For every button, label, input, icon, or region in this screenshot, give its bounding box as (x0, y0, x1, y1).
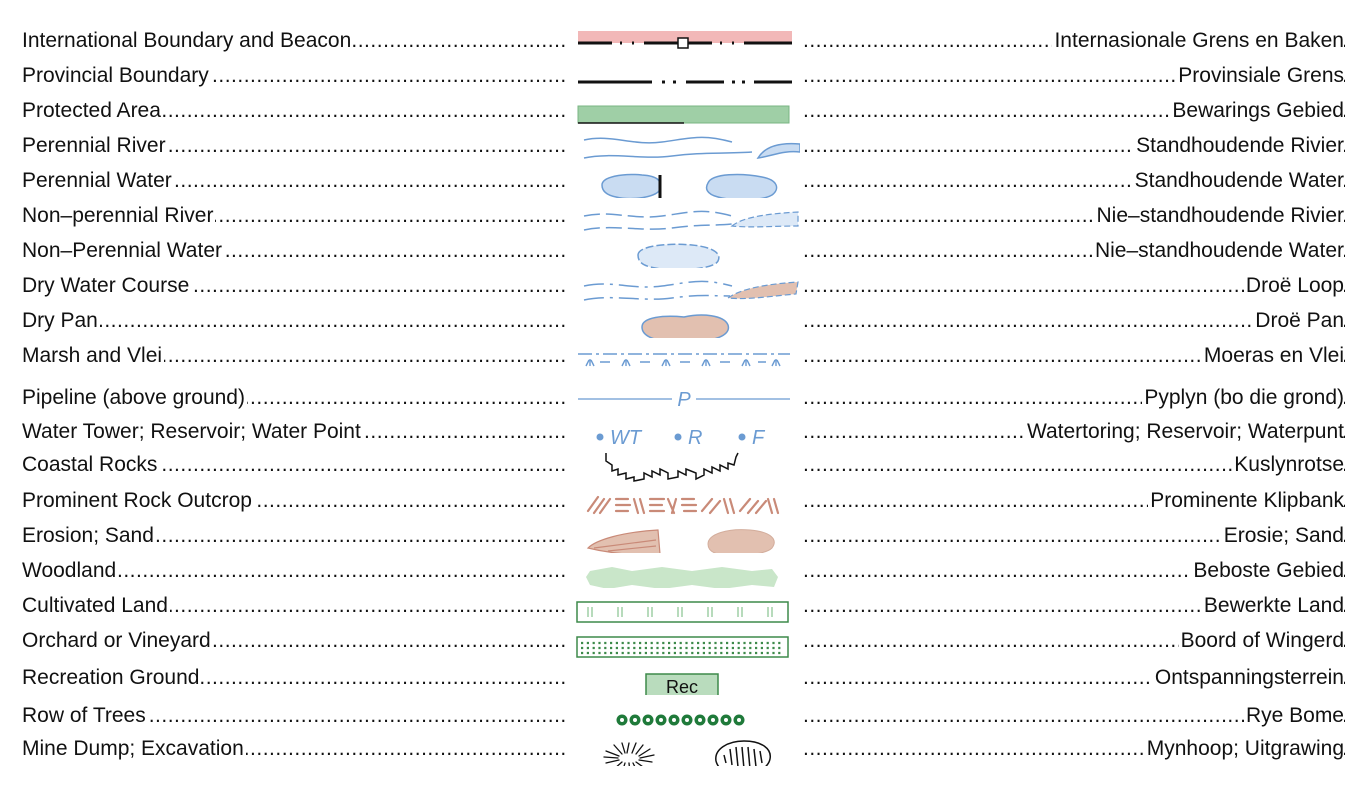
cultivated-land-symbol (572, 588, 800, 623)
dry-pan-symbol (572, 303, 800, 338)
label-english: Marsh and Vlei (22, 338, 165, 373)
legend-row-dry-water-course: ........................................… (0, 268, 1370, 303)
label-english: Water Tower; Reservoir; Water Point (22, 414, 363, 449)
marsh-symbol (572, 338, 800, 373)
leader-dots-right: ........................................… (803, 524, 1345, 547)
legend-row-non-perennial-river: ........................................… (0, 198, 1370, 233)
label-english: Non–perennial River (22, 198, 216, 233)
label-afrikaans: Droë Loop (1243, 268, 1344, 303)
label-english: Provincial Boundary (22, 58, 211, 93)
legend-row-perennial-river: ........................................… (0, 128, 1370, 163)
mine-dump-symbol (572, 731, 800, 766)
label-afrikaans: Boord of Wingerd (1178, 623, 1344, 658)
label-afrikaans: Ontspanningsterrein (1152, 660, 1344, 695)
label-afrikaans: Provinsiale Grens (1176, 58, 1344, 93)
orchard-symbol (572, 623, 800, 658)
legend-row-dry-pan: ........................................… (0, 303, 1370, 338)
coastal-rocks-symbol (572, 447, 800, 482)
legend-row-erosion-sand: ........................................… (0, 518, 1370, 553)
legend-row-protected-area: ........................................… (0, 93, 1370, 128)
woodland-symbol (572, 553, 800, 588)
label-english: Woodland (22, 553, 119, 588)
leader-dots-left: ........................................… (22, 524, 565, 547)
leader-dots-left: ........................................… (22, 309, 565, 332)
legend-row-provincial-boundary: ........................................… (0, 58, 1370, 93)
label-english: Pipeline (above ground) (22, 380, 247, 415)
legend-row-orchard: ........................................… (0, 623, 1370, 658)
legend-row-woodland: ........................................… (0, 553, 1370, 588)
label-afrikaans: Watertoring; Reservoir; Waterpunt (1024, 414, 1344, 449)
international-boundary-symbol (572, 23, 800, 58)
label-english: Prominent Rock Outcrop (22, 483, 254, 518)
legend-row-mine-dump: ........................................… (0, 731, 1370, 766)
label-english: Cultivated Land (22, 588, 170, 623)
label-english: Mine Dump; Excavation (22, 731, 246, 766)
legend-row-marsh: ........................................… (0, 338, 1370, 373)
label-afrikaans: Kuslynrotse (1232, 447, 1344, 482)
label-english: Coastal Rocks (22, 447, 160, 482)
label-afrikaans: Nie–standhoudende Rivier (1094, 198, 1344, 233)
protected-area-symbol (572, 93, 800, 128)
legend-row-pipeline: ........................................… (0, 380, 1370, 415)
pipeline-symbol: P (572, 380, 800, 415)
label-afrikaans: Bewarings Gebied (1170, 93, 1344, 128)
leader-dots-right: ........................................… (803, 274, 1345, 297)
legend-row-coastal-rocks: ........................................… (0, 447, 1370, 482)
recreation-ground-symbol: Rec (572, 660, 800, 695)
legend-row-water-tower: ........................................… (0, 414, 1370, 449)
label-afrikaans: Prominente Klipbank (1148, 483, 1344, 518)
water-point-code: F (752, 427, 766, 449)
label-english: Dry Pan (22, 303, 100, 338)
label-afrikaans: Droë Pan (1253, 303, 1344, 338)
label-english: International Boundary and Beacon (22, 23, 354, 58)
leader-dots-right: ........................................… (803, 704, 1345, 727)
label-afrikaans: Pyplyn (bo die grond) (1142, 380, 1344, 415)
legend-row-row-of-trees: ........................................… (0, 698, 1370, 733)
label-english: Perennial Water (22, 163, 174, 198)
perennial-water-symbol (572, 163, 800, 198)
rock-outcrop-symbol (572, 483, 800, 518)
water-tower-code: WT (610, 427, 643, 449)
dry-water-course-symbol (572, 268, 800, 303)
leader-dots-left: ........................................… (22, 559, 565, 582)
label-english: Erosion; Sand (22, 518, 156, 553)
label-afrikaans: Moeras en Vlei (1201, 338, 1344, 373)
legend-row-recreation-ground: ........................................… (0, 660, 1370, 695)
leader-dots-right: ........................................… (803, 309, 1345, 332)
legend-row-perennial-water: ........................................… (0, 163, 1370, 198)
label-english: Dry Water Course (22, 268, 192, 303)
leader-dots-right: ........................................… (803, 453, 1345, 476)
legend-row-non-perennial-water: ........................................… (0, 233, 1370, 268)
label-afrikaans: Beboste Gebied (1191, 553, 1344, 588)
label-afrikaans: Mynhoop; Uitgrawing (1144, 731, 1344, 766)
label-english: Perennial River (22, 128, 168, 163)
legend-row-international-boundary: ........................................… (0, 23, 1370, 58)
recreation-code: Rec (666, 677, 698, 695)
label-afrikaans: Standhoudende Water (1132, 163, 1344, 198)
non-perennial-water-symbol (572, 233, 800, 268)
label-english: Non–Perennial Water (22, 233, 224, 268)
label-afrikaans: Nie–standhoudende Water (1092, 233, 1344, 268)
non-perennial-river-symbol (572, 198, 800, 233)
perennial-river-symbol (572, 128, 800, 163)
label-afrikaans: Internasionale Grens en Baken (1052, 23, 1344, 58)
leader-dots-left: ........................................… (22, 704, 565, 727)
label-english: Row of Trees (22, 698, 148, 733)
label-afrikaans: Erosie; Sand (1221, 518, 1344, 553)
label-afrikaans: Rye Bome (1243, 698, 1344, 733)
legend-row-rock-outcrop: ........................................… (0, 483, 1370, 518)
pipeline-letter: P (677, 389, 691, 411)
label-english: Protected Area (22, 93, 163, 128)
label-afrikaans: Standhoudende Rivier (1134, 128, 1344, 163)
label-english: Orchard or Vineyard (22, 623, 213, 658)
label-english: Recreation Ground (22, 660, 202, 695)
erosion-sand-symbol (572, 518, 800, 553)
row-of-trees-symbol (572, 698, 800, 733)
provincial-boundary-symbol (572, 58, 800, 93)
legend-row-cultivated-land: ........................................… (0, 588, 1370, 623)
label-afrikaans: Bewerkte Land (1201, 588, 1344, 623)
water-tower-symbol: WT R F (572, 414, 800, 449)
reservoir-code: R (688, 427, 702, 449)
